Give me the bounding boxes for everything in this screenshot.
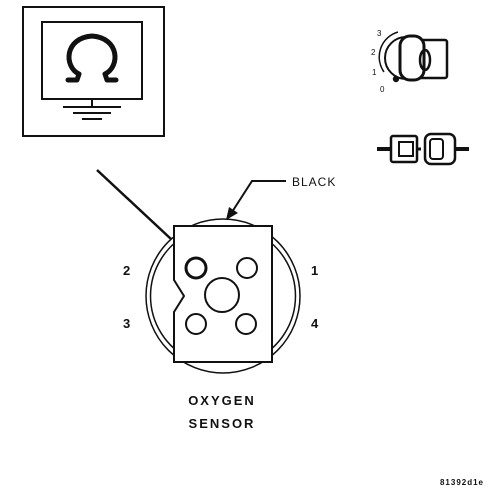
sensor-connector-face (145, 218, 301, 374)
ignition-pos-1: 1 (372, 68, 377, 77)
ignition-pos-3: 3 (377, 29, 382, 38)
disconnected-connector-icon (377, 132, 469, 166)
pin-label-3: 3 (123, 316, 130, 331)
component-name-line1: OXYGEN (188, 393, 256, 408)
component-name-line2: SENSOR (189, 416, 256, 431)
pin-label-2: 2 (123, 263, 130, 278)
ignition-pos-0: 0 (380, 85, 385, 94)
wire-color-label: BLACK (292, 175, 336, 189)
figure-code: 81392d1e (440, 478, 484, 487)
ignition-key-icon: 3 2 1 0 (371, 29, 449, 94)
wire-color-leader (226, 180, 286, 220)
ohmmeter-ground-icon (22, 6, 165, 137)
pin-label-4: 4 (311, 316, 319, 331)
pin-label-1: 1 (311, 263, 318, 278)
ignition-pos-2: 2 (371, 48, 376, 57)
